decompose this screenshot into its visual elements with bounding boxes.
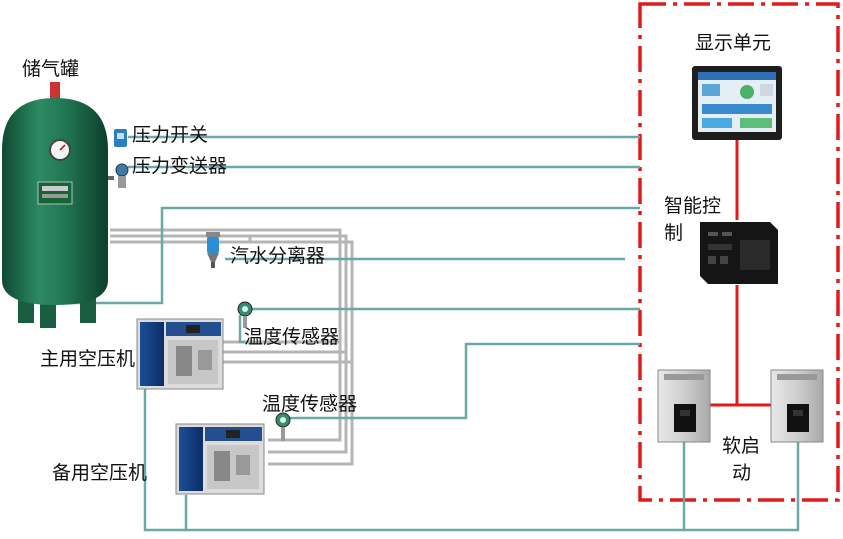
pressure-transmitter-icon xyxy=(115,163,129,188)
temp-sensor-1-label: 温度传感器 xyxy=(244,326,340,348)
main-compressor-label: 主用空压机 xyxy=(40,348,136,370)
soft-starter-right-icon xyxy=(770,369,824,443)
air-pipes xyxy=(110,228,354,466)
main-compressor-icon xyxy=(136,318,224,390)
signal-wires xyxy=(60,135,800,532)
temp-sensor-1-icon xyxy=(237,301,253,328)
control-cabinet-border xyxy=(638,2,840,502)
pressure-switch-label: 压力开关 xyxy=(132,124,209,146)
soft-start-label-line2: 动 xyxy=(732,462,752,484)
storage-tank xyxy=(2,82,114,328)
pressure-switch-icon xyxy=(114,129,127,147)
controller-icon xyxy=(700,222,778,284)
water-separator-icon xyxy=(206,232,220,268)
tank-label: 储气罐 xyxy=(22,58,80,80)
controller-label-line2: 制 xyxy=(664,222,684,244)
display-unit-icon xyxy=(692,66,782,140)
soft-start-label-line1: 软启 xyxy=(722,435,761,457)
backup-compressor-icon xyxy=(175,423,265,495)
separator-label: 汽水分离器 xyxy=(230,245,326,267)
pressure-transmitter-label: 压力变送器 xyxy=(132,155,228,177)
power-lines xyxy=(710,140,775,407)
controller-label-line1: 智能控 xyxy=(664,195,722,217)
display-unit-label: 显示单元 xyxy=(695,32,772,54)
temp-sensor-2-label: 温度传感器 xyxy=(262,393,358,415)
temp-sensor-2-icon xyxy=(275,412,291,441)
soft-starter-left-icon xyxy=(657,369,711,443)
backup-compressor-label: 备用空压机 xyxy=(52,462,148,484)
